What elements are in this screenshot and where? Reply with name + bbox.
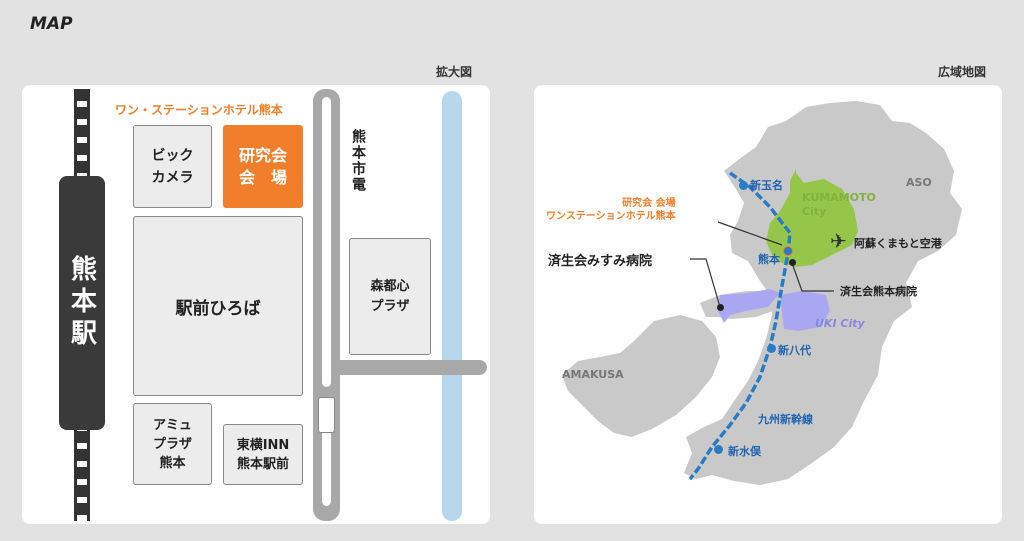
page-title: MAP — [30, 14, 73, 34]
station-label: 熊本駅 — [66, 255, 97, 351]
toyoko-inn-block: 東横INN 熊本駅前 — [223, 424, 303, 485]
kumamoto-city-label: KUMAMOTO City — [802, 191, 876, 218]
tram-label: 熊本市電 — [350, 129, 366, 193]
hotel-label: ワン・ステーションホテル熊本 — [115, 103, 283, 117]
uki-city-area — [780, 291, 830, 331]
station-dot-kumamoto — [783, 246, 793, 256]
misumi-hospital-marker — [717, 304, 724, 311]
plaza-block: 駅前ひろば — [133, 216, 303, 396]
uki-city-label: UKI City — [815, 317, 865, 330]
kyushu-land — [684, 101, 962, 485]
amakusa-island — [562, 315, 720, 437]
area-map: ASO KUMAMOTO City UKI City AMAKUSA 研究会 会… — [534, 85, 1002, 524]
station-dot-shinminamata — [714, 445, 723, 454]
detail-map-label: 拡大図 — [436, 65, 473, 79]
venue-block: 研究会 会 場 — [223, 125, 303, 208]
misumi-leader — [690, 258, 721, 308]
airplane-icon: ✈ — [830, 229, 847, 253]
detail-map: 熊本市電 熊本駅 ワン・ステーションホテル熊本 ビック カメラ 研究会 会 場 … — [22, 85, 490, 524]
station-dot-shinyatsushiro — [767, 344, 776, 353]
morimichi-plaza-block: 森都心 プラザ — [349, 238, 431, 355]
aso-label: ASO — [906, 176, 932, 189]
amakusa-label: AMAKUSA — [562, 368, 624, 381]
station-label-shinyatsushiro: 新八代 — [778, 344, 811, 357]
station-label-shintamana: 新玉名 — [750, 179, 783, 192]
shinkansen-line — [688, 171, 792, 481]
kumamoto-city-area — [766, 173, 858, 267]
tram-track-inner-lower — [322, 421, 331, 506]
area-map-svg — [562, 101, 962, 485]
station-label-shinminamata: 新水俣 — [728, 445, 761, 458]
area-map-label: 広域地図 — [938, 65, 987, 79]
tram-car — [318, 397, 335, 433]
river — [442, 91, 462, 521]
side-road — [340, 360, 487, 375]
kumamoto-hospital-marker — [789, 259, 796, 266]
uki-city-west — [718, 289, 780, 323]
venue-callout: 研究会 会場 ワンステーションホテル熊本 — [546, 198, 676, 222]
venue-leader — [717, 221, 783, 246]
shinkansen-label: 九州新幹線 — [758, 413, 813, 426]
kumamoto-city-north — [790, 169, 796, 193]
station-label-kumamoto: 熊本 — [758, 253, 780, 266]
tram-track-inner — [322, 97, 331, 387]
bic-camera-block: ビック カメラ — [133, 125, 212, 208]
station-dot-shintamana — [739, 181, 748, 190]
airport-label: 阿蘇くまもと空港 — [854, 237, 942, 250]
kumamoto-hospital-leader — [791, 262, 834, 292]
misumi-hospital-label: 済生会みすみ病院 — [548, 254, 653, 269]
amu-plaza-block: アミュ プラザ 熊本 — [133, 403, 212, 485]
kumamoto-hospital-label: 済生会熊本病院 — [840, 285, 917, 298]
kumamoto-station: 熊本駅 — [59, 176, 105, 430]
